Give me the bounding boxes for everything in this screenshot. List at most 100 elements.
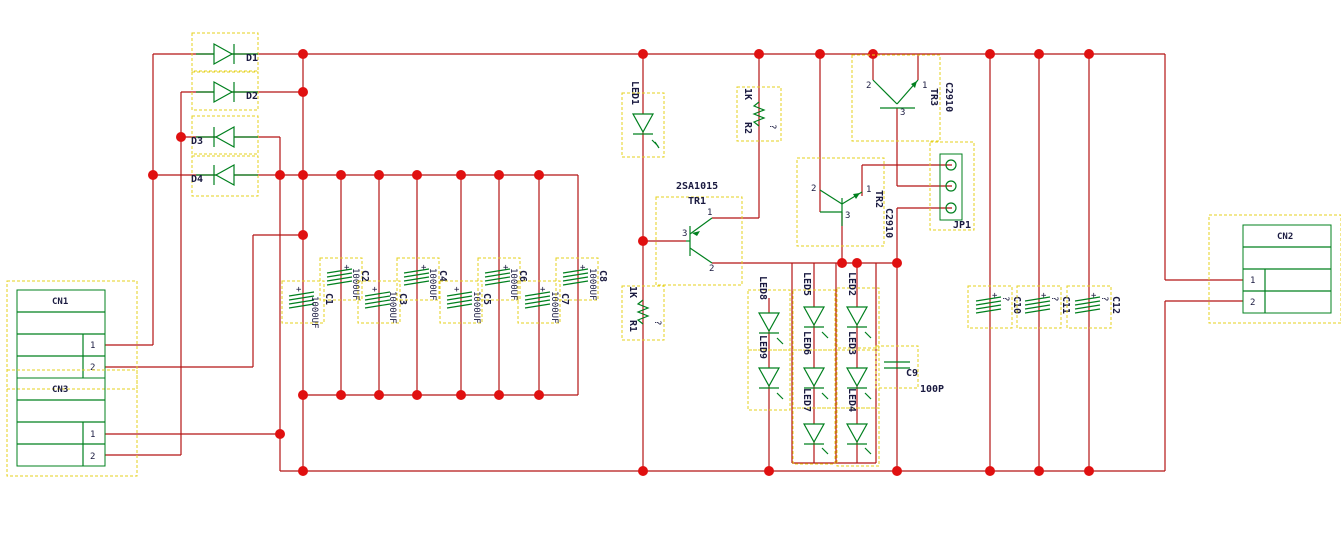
svg-text:+: + bbox=[1091, 291, 1097, 301]
c7-value: 1000UF bbox=[549, 291, 559, 324]
c11-value: ? bbox=[1049, 296, 1059, 301]
d4-label: D4 bbox=[191, 174, 203, 185]
r1-ref: R1 bbox=[627, 320, 638, 332]
diode-d3[interactable]: D3 bbox=[191, 115, 259, 155]
tr3-pin-1: 1 bbox=[922, 81, 927, 91]
led-led1[interactable]: LED1 bbox=[621, 81, 665, 158]
led3-label: LED3 bbox=[846, 331, 857, 355]
cn3-pin-2: 2 bbox=[90, 452, 95, 462]
led1-label: LED1 bbox=[629, 81, 640, 105]
svg-text:+: + bbox=[344, 263, 350, 273]
cn3-pin-1: 1 bbox=[90, 430, 95, 440]
c6-ref: C6 bbox=[517, 270, 528, 282]
c1-value: 1000UF bbox=[309, 296, 319, 329]
resistor-r1[interactable]: 1K R1 ? bbox=[621, 285, 665, 341]
led-led2[interactable]: LED2 bbox=[836, 272, 880, 349]
c7-ref: C7 bbox=[559, 293, 570, 305]
transistor-tr1[interactable]: 2SA1015 TR1 1 2 3 bbox=[655, 181, 743, 286]
capacitor-c4[interactable]: + C4 1000UF bbox=[396, 257, 448, 301]
c4-ref: C4 bbox=[437, 270, 448, 282]
led-led4[interactable]: LED4 bbox=[836, 388, 880, 467]
tr1-ref: TR1 bbox=[688, 196, 706, 207]
svg-text:+: + bbox=[421, 263, 427, 273]
tr2-pin-1: 1 bbox=[866, 185, 871, 195]
tr2-ref: TR2 bbox=[873, 190, 884, 208]
jp1-label: JP1 bbox=[953, 220, 971, 231]
c5-ref: C5 bbox=[481, 293, 492, 305]
led6-label: LED6 bbox=[801, 331, 812, 355]
c12-value: ? bbox=[1099, 296, 1109, 301]
capacitor-c10[interactable]: + ? C10 bbox=[967, 285, 1022, 329]
cn1-pin-1: 1 bbox=[90, 341, 95, 351]
c8-value: 1000UF bbox=[587, 268, 597, 301]
d3-label: D3 bbox=[191, 136, 203, 147]
c5-value: 1000UF bbox=[471, 291, 481, 324]
capacitor-c3[interactable]: + C3 1000UF bbox=[357, 280, 408, 324]
c3-value: 1000UF bbox=[387, 291, 397, 324]
capacitor-c2[interactable]: + C2 1000UF bbox=[319, 257, 370, 301]
c3-ref: C3 bbox=[397, 293, 408, 305]
tr1-pin-1: 1 bbox=[707, 208, 712, 218]
r1-value: 1K bbox=[627, 286, 638, 298]
r2-value: 1K bbox=[742, 88, 753, 100]
svg-text:+: + bbox=[503, 263, 509, 273]
d1-label: D1 bbox=[246, 53, 258, 64]
c11-ref: C11 bbox=[1060, 296, 1071, 314]
capacitor-c9[interactable]: C9 100P bbox=[875, 345, 944, 395]
led-led7[interactable]: LED7 bbox=[792, 388, 836, 465]
cn2-pin-1: 1 bbox=[1250, 276, 1255, 286]
tr2-part: C2910 bbox=[883, 208, 894, 238]
cn2-label: CN2 bbox=[1277, 232, 1293, 242]
tr3-part: C2910 bbox=[943, 82, 954, 112]
tr3-pin-3: 3 bbox=[900, 108, 905, 118]
c9-value: 100P bbox=[920, 384, 944, 395]
tr1-pin-3: 3 bbox=[682, 229, 687, 239]
capacitor-c1[interactable]: + C1 1000UF bbox=[281, 280, 334, 329]
connector-cn1[interactable]: CN1 1 2 bbox=[6, 280, 138, 390]
led9-label: LED9 bbox=[757, 335, 768, 359]
tr2-pin-3: 3 bbox=[845, 211, 850, 221]
transistor-tr2[interactable]: 2 1 3 TR2 C2910 bbox=[796, 157, 894, 247]
junctions bbox=[148, 49, 1094, 476]
resistor-r2[interactable]: 1K R2 ? bbox=[736, 86, 782, 142]
cn1-label: CN1 bbox=[52, 297, 68, 307]
svg-text:+: + bbox=[540, 285, 546, 295]
svg-text:+: + bbox=[992, 291, 998, 301]
header-jp1[interactable]: JP1 bbox=[929, 141, 975, 231]
capacitor-c5[interactable]: + C5 1000UF bbox=[439, 280, 492, 324]
r2-ref: R2 bbox=[742, 122, 753, 134]
diode-d4[interactable]: D4 bbox=[191, 155, 259, 197]
c1-ref: C1 bbox=[323, 293, 334, 305]
led-led9[interactable]: LED9 bbox=[747, 335, 791, 411]
c8-ref: C8 bbox=[597, 270, 608, 282]
connector-cn2[interactable]: CN2 1 2 bbox=[1208, 214, 1341, 324]
capacitor-c6[interactable]: + C6 1000UF bbox=[477, 257, 528, 301]
cn1-pin-2: 2 bbox=[90, 363, 95, 373]
led7-label: LED7 bbox=[801, 388, 812, 412]
transistor-tr3[interactable]: 2 1 3 TR3 C2910 bbox=[851, 54, 954, 142]
c4-value: 1000UF bbox=[427, 268, 437, 301]
tr3-ref: TR3 bbox=[928, 88, 939, 106]
diode-d1[interactable]: D1 bbox=[191, 32, 259, 72]
led-led8[interactable]: LED8 bbox=[747, 276, 791, 351]
tr1-part: 2SA1015 bbox=[676, 181, 718, 192]
tr2-pin-2: 2 bbox=[811, 184, 816, 194]
svg-text:+: + bbox=[372, 285, 378, 295]
capacitor-c11[interactable]: + ? C11 bbox=[1016, 285, 1071, 329]
connector-cn3[interactable]: CN3 1 2 bbox=[6, 369, 138, 477]
r1-extra: ? bbox=[652, 320, 662, 325]
svg-text:+: + bbox=[580, 263, 586, 273]
c9-ref: C9 bbox=[906, 368, 918, 379]
c2-value: 1000UF bbox=[350, 268, 360, 301]
led-led3[interactable]: LED3 bbox=[836, 331, 880, 409]
c2-ref: C2 bbox=[359, 270, 370, 282]
capacitor-c8[interactable]: + C8 1000UF bbox=[555, 257, 608, 301]
capacitor-c7[interactable]: + C7 1000UF bbox=[517, 280, 570, 324]
r2-extra: ? bbox=[767, 124, 777, 129]
svg-text:+: + bbox=[1041, 291, 1047, 301]
c12-ref: C12 bbox=[1110, 296, 1121, 314]
capacitor-c12[interactable]: + ? C12 bbox=[1066, 285, 1121, 329]
cn2-pin-2: 2 bbox=[1250, 298, 1255, 308]
diode-d2[interactable]: D2 bbox=[191, 71, 259, 111]
